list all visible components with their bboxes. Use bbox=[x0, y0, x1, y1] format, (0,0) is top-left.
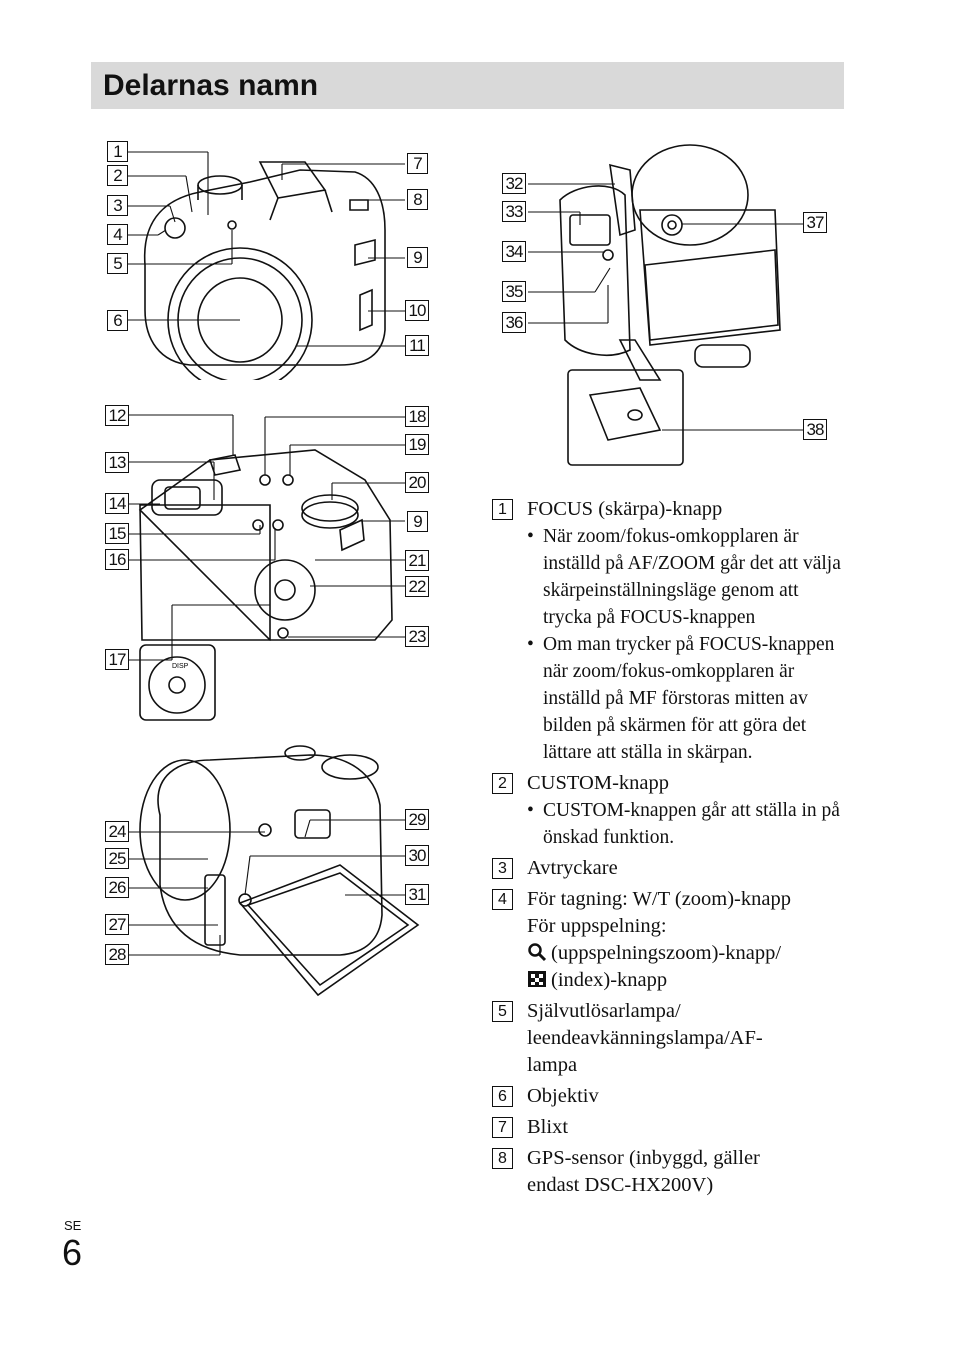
callout-25: 25 bbox=[105, 848, 129, 869]
callout-37: 37 bbox=[803, 212, 827, 233]
legend-text: (uppspelningszoom)-knapp/ bbox=[551, 942, 782, 964]
legend-text: Självutlösarlampa/ bbox=[527, 1000, 681, 1022]
legend-number: 7 bbox=[492, 1117, 513, 1138]
callout-11: 11 bbox=[405, 335, 429, 356]
legend-number: 3 bbox=[492, 858, 513, 879]
callout-30: 30 bbox=[405, 845, 429, 866]
legend-bullet: Om man trycker på FOCUS-knappen när zoom… bbox=[527, 631, 852, 766]
callout-9: 9 bbox=[407, 247, 428, 268]
callout-8: 8 bbox=[407, 189, 428, 210]
callout-29: 29 bbox=[405, 809, 429, 830]
callout-1: 1 bbox=[107, 141, 128, 162]
callout-26: 26 bbox=[105, 877, 129, 898]
callout-18: 18 bbox=[405, 406, 429, 427]
callout-14: 14 bbox=[105, 493, 129, 514]
callout-20: 20 bbox=[405, 472, 429, 493]
legend-text: lampa bbox=[527, 1054, 578, 1076]
page-title: Delarnas namn bbox=[103, 69, 319, 102]
legend-text: För uppspelning: bbox=[527, 915, 667, 937]
callout-35: 35 bbox=[502, 281, 526, 302]
index-grid-icon bbox=[528, 971, 546, 987]
legend-entry-1: 1 FOCUS (skärpa)-knapp När zoom/fokus-om… bbox=[492, 496, 852, 766]
callout-7: 7 bbox=[407, 153, 428, 174]
legend-number: 8 bbox=[492, 1148, 513, 1169]
callout-24: 24 bbox=[105, 821, 129, 842]
legend-text: För tagning: W/T (zoom)-knapp bbox=[527, 888, 791, 910]
legend-text: Objektiv bbox=[527, 1085, 599, 1107]
legend-text: CUSTOM-knapp bbox=[527, 772, 669, 794]
camera-bottom-illustration bbox=[528, 144, 805, 466]
callout-3: 3 bbox=[107, 195, 128, 216]
callout-34: 34 bbox=[502, 241, 526, 262]
legend-entry-7: 7 Blixt bbox=[492, 1114, 852, 1141]
legend-text: leendeavkänningslampa/AF- bbox=[527, 1027, 763, 1049]
legend-number: 6 bbox=[492, 1086, 513, 1107]
callout-15: 15 bbox=[105, 523, 129, 544]
legend-bullets: När zoom/fokus-omkopplaren är inställd p… bbox=[527, 523, 852, 766]
legend-entry-4: 4 För tagning: W/T (zoom)-knapp För upps… bbox=[492, 886, 852, 994]
camera-front-illustration bbox=[128, 151, 405, 380]
callout-33: 33 bbox=[502, 201, 526, 222]
parts-legend: 1 FOCUS (skärpa)-knapp När zoom/fokus-om… bbox=[492, 496, 852, 1203]
callout-21: 21 bbox=[405, 550, 429, 571]
callout-36: 36 bbox=[502, 312, 526, 333]
legend-entry-8: 8 GPS-sensor (inbyggd, gäller endast DSC… bbox=[492, 1145, 852, 1199]
callout-16: 16 bbox=[105, 549, 129, 570]
callout-38: 38 bbox=[803, 419, 827, 440]
callout-31: 31 bbox=[405, 884, 429, 905]
callout-23: 23 bbox=[405, 626, 429, 647]
legend-text: Blixt bbox=[527, 1116, 569, 1138]
legend-entry-3: 3 Avtryckare bbox=[492, 855, 852, 882]
legend-entry-5: 5 Självutlösarlampa/ leendeavkänningslam… bbox=[492, 998, 852, 1079]
callout-22: 22 bbox=[405, 576, 429, 597]
legend-icon-line: (uppspelningszoom)-knapp/ bbox=[527, 940, 852, 967]
callout-9b: 9 bbox=[407, 511, 428, 532]
callout-17: 17 bbox=[105, 649, 129, 670]
callout-13: 13 bbox=[105, 452, 129, 473]
legend-number: 2 bbox=[492, 773, 513, 794]
callout-2: 2 bbox=[107, 165, 128, 186]
legend-text: endast DSC-HX200V) bbox=[527, 1174, 714, 1196]
callout-12: 12 bbox=[105, 405, 129, 426]
legend-bullet: När zoom/fokus-omkopplaren är inställd p… bbox=[527, 523, 852, 631]
legend-number: 4 bbox=[492, 889, 513, 910]
legend-icon-line: (index)-knapp bbox=[527, 967, 852, 994]
callout-28: 28 bbox=[105, 944, 129, 965]
camera-side-illustration bbox=[128, 745, 420, 997]
callout-27: 27 bbox=[105, 914, 129, 935]
callout-5: 5 bbox=[107, 253, 128, 274]
legend-entry-2: 2 CUSTOM-knapp CUSTOM-knappen går att st… bbox=[492, 770, 852, 851]
legend-bullet: CUSTOM-knappen går att ställa in på önsk… bbox=[527, 797, 852, 851]
title-bar: Delarnas namn bbox=[91, 62, 844, 109]
legend-text: GPS-sensor (inbyggd, gäller bbox=[527, 1147, 760, 1169]
callout-4: 4 bbox=[107, 224, 128, 245]
legend-text: Avtryckare bbox=[527, 857, 618, 879]
page-number: 6 bbox=[62, 1232, 83, 1273]
camera-back-illustration: DISP bbox=[128, 414, 405, 721]
legend-entry-6: 6 Objektiv bbox=[492, 1083, 852, 1110]
dial-disp-label: DISP bbox=[172, 663, 189, 670]
callout-10: 10 bbox=[405, 300, 429, 321]
legend-number: 5 bbox=[492, 1001, 513, 1022]
legend-text: (index)-knapp bbox=[551, 969, 668, 991]
legend-number: 1 bbox=[492, 499, 513, 520]
magnifier-icon bbox=[528, 943, 547, 962]
legend-bullets: CUSTOM-knappen går att ställa in på önsk… bbox=[527, 797, 852, 851]
legend-text: FOCUS (skärpa)-knapp bbox=[527, 498, 723, 520]
callout-32: 32 bbox=[502, 173, 526, 194]
language-code: SE bbox=[64, 1218, 82, 1233]
callout-19: 19 bbox=[405, 434, 429, 455]
callout-6: 6 bbox=[107, 310, 128, 331]
